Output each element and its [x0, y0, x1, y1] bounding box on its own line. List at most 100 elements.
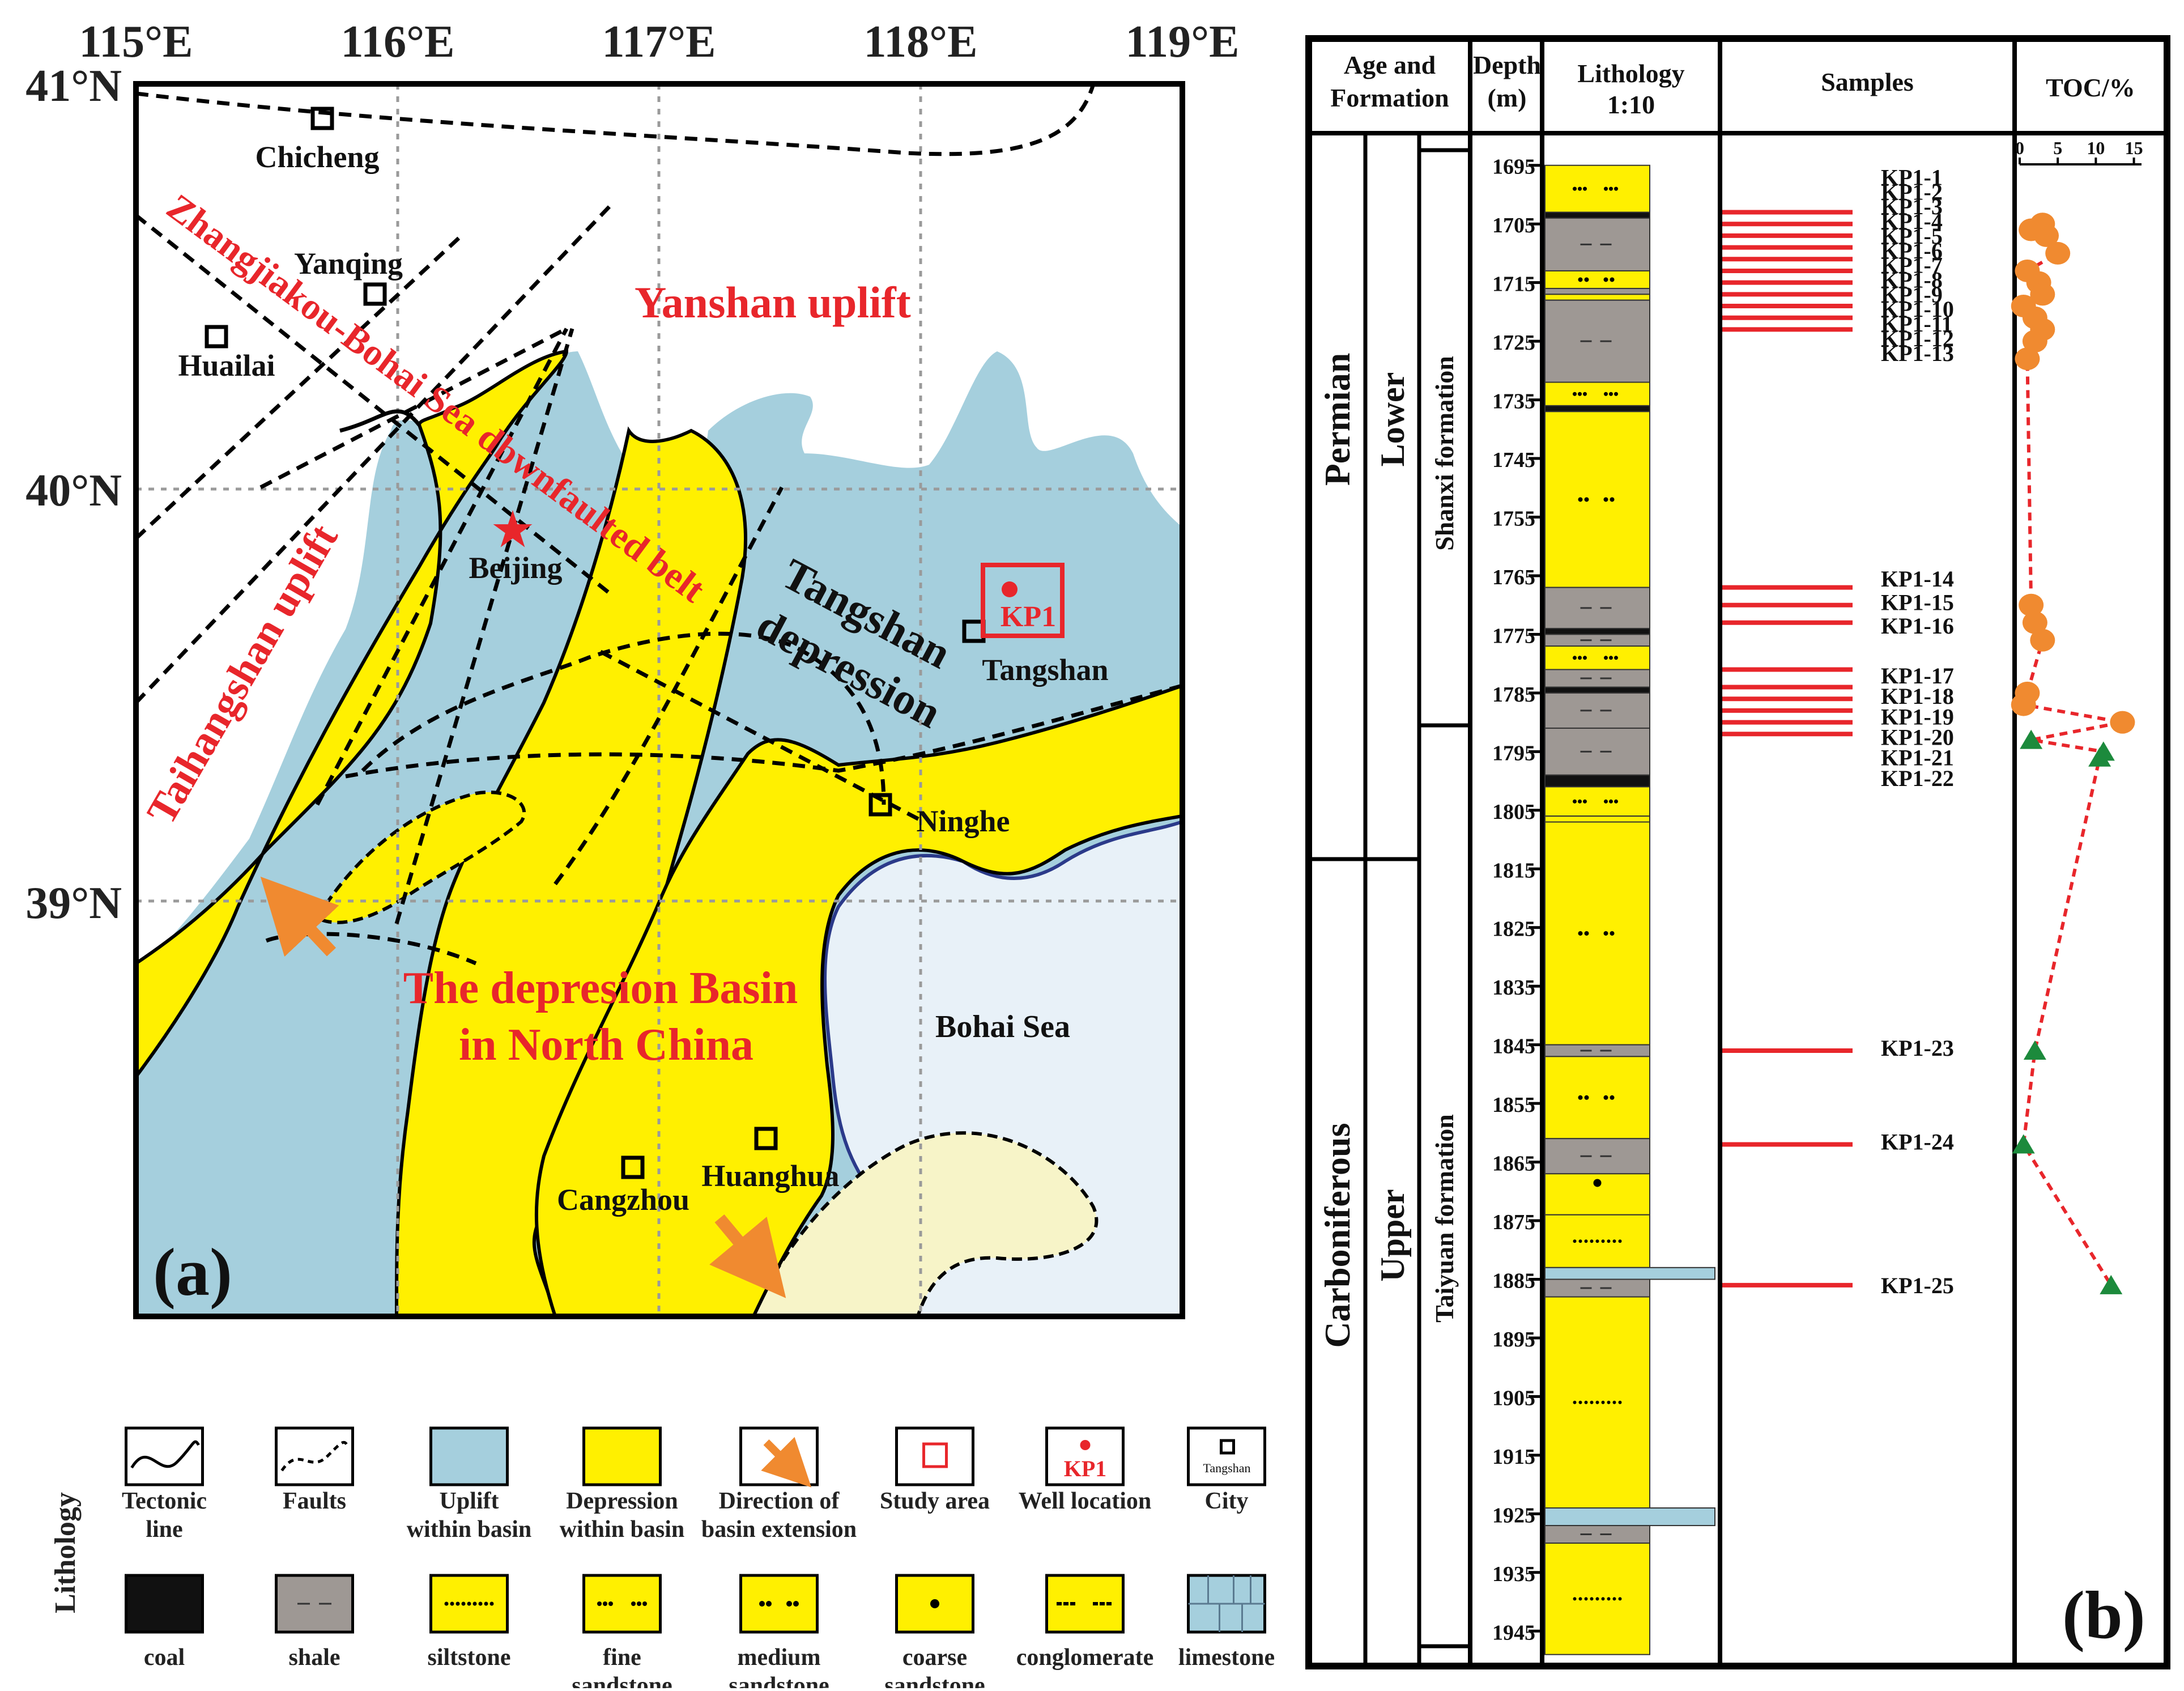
- legend-dash: [1057, 1602, 1062, 1605]
- well-label: KP1: [1001, 601, 1056, 633]
- legend-dot: [930, 1599, 939, 1608]
- litho-layer-siltstone: [1544, 815, 1650, 823]
- city-marker: [310, 107, 334, 130]
- legend-dot: [642, 1601, 647, 1606]
- toc-point-circle: [2022, 611, 2047, 634]
- legend-label: within basin: [407, 1516, 532, 1543]
- sample-lines: KP1-1KP1-2KP1-3KP1-4KP1-5KP1-6KP1-7KP1-8…: [1722, 164, 1954, 1298]
- map-frame: [133, 81, 1185, 1319]
- litho-dot: [1573, 799, 1577, 804]
- extension-arrow-nw: [260, 876, 339, 957]
- litho-dot: [1604, 656, 1608, 660]
- lon-label: 115°E: [79, 17, 193, 67]
- legend-study-box: [922, 1442, 948, 1468]
- toc-point-circle: [2110, 711, 2135, 734]
- legend-label: coarse: [902, 1645, 967, 1671]
- depression-lobe: [314, 791, 526, 924]
- litho-dot: [1593, 1179, 1602, 1187]
- litho-dot: [1578, 277, 1583, 282]
- legend-item-conglomerate: conglomerate: [1016, 1574, 1153, 1671]
- litho-dot: [1578, 656, 1582, 660]
- litho-layer-medium: [1544, 821, 1650, 1046]
- litho-dot: [1607, 1239, 1611, 1243]
- legend-swatch: [582, 1426, 662, 1486]
- toc-point-triangle: [2012, 1134, 2035, 1154]
- legend-item-coal: coal: [125, 1574, 204, 1671]
- litho-dot: [1573, 1239, 1577, 1243]
- depth-tick-label: 1715: [1492, 273, 1535, 296]
- litho-dot: [1584, 1597, 1588, 1601]
- study-area-box: [981, 563, 1065, 638]
- sample-label: KP1-14: [1881, 566, 1954, 592]
- litho-dot: [1610, 1095, 1615, 1100]
- legend-label: Direction of: [719, 1488, 840, 1514]
- litho-layer-fine: [1544, 786, 1650, 817]
- legend-swatch: [125, 1426, 204, 1486]
- sample-label: KP1-11: [1881, 311, 1953, 337]
- litho-dot: [1584, 497, 1589, 502]
- legend-label: coal: [144, 1645, 185, 1671]
- lat-label: 39°N: [25, 878, 122, 928]
- litho-dot: [1584, 931, 1589, 936]
- legend-swatch: [582, 1574, 662, 1634]
- legend-well-dot: [1080, 1440, 1091, 1450]
- sample-label: KP1-4: [1881, 209, 1943, 234]
- litho-dot: [1610, 931, 1615, 936]
- sample-label: KP1-17: [1881, 663, 1954, 689]
- litho-layer-shale: [1544, 1044, 1650, 1057]
- legend-label: Faults: [283, 1488, 346, 1514]
- legend-dash: [1106, 1602, 1112, 1605]
- legend-swatch: [275, 1426, 354, 1486]
- period-carboniferous: Carboniferous: [1317, 1123, 1357, 1348]
- legend-dot: [786, 1601, 792, 1607]
- litho-dot: [1614, 799, 1618, 804]
- litho-dot: [1573, 656, 1577, 660]
- city-label: Yanqing: [294, 247, 403, 281]
- legend-label: siltstone: [428, 1645, 511, 1671]
- faults: [136, 84, 1182, 966]
- toc-point-triangle: [2023, 1040, 2046, 1060]
- header-depth-unit: (m): [1488, 83, 1527, 112]
- latitude-labels: 41°N 40°N 39°N: [25, 61, 122, 928]
- lat-label: 40°N: [25, 466, 122, 516]
- depth-tick-label: 1705: [1492, 214, 1535, 237]
- sample-label: KP1-6: [1881, 238, 1943, 264]
- lon-label: 118°E: [864, 17, 978, 67]
- graticule: [136, 84, 1182, 1316]
- litho-layer-coal: [1544, 405, 1650, 413]
- legend-swatch: [429, 1426, 509, 1486]
- legend-dot: [467, 1601, 471, 1606]
- legend-city-text: Tangshan: [1203, 1461, 1251, 1475]
- litho-layer-conglomerate: [1544, 294, 1650, 301]
- legend-arrow: [761, 1437, 812, 1488]
- litho-dot: [1595, 1239, 1599, 1243]
- litho-dot: [1590, 1597, 1594, 1601]
- litho-layer-shale: [1544, 587, 1650, 630]
- formation-shanxi: Shanxi formation: [1430, 356, 1459, 551]
- toc-point-triangle: [2100, 1274, 2123, 1294]
- sample-label: KP1-5: [1881, 223, 1943, 249]
- city-marker: [205, 325, 228, 349]
- sample-label: KP1-12: [1881, 326, 1954, 351]
- legend-tectonic-line: [130, 1440, 200, 1469]
- legend-dot: [603, 1601, 607, 1606]
- legend-dot: [461, 1601, 466, 1606]
- litho-dot: [1618, 1400, 1622, 1404]
- city-label: Tangshan: [982, 653, 1108, 687]
- sample-label: KP1-7: [1881, 253, 1943, 278]
- legend-label: shale: [288, 1645, 340, 1671]
- header-lithology: Lithology: [1577, 59, 1684, 88]
- litho-dot: [1609, 186, 1613, 191]
- depth-tick-label: 1765: [1492, 566, 1535, 589]
- litho-dot: [1595, 1400, 1599, 1404]
- sample-label: KP1-16: [1881, 613, 1954, 639]
- sample-label: KP1-10: [1881, 296, 1954, 322]
- litho-dot: [1610, 497, 1615, 502]
- legend-dot: [793, 1601, 799, 1607]
- litho-dot: [1578, 1597, 1582, 1601]
- uplift-highland-area: [136, 84, 1182, 975]
- sample-label: KP1-8: [1881, 267, 1943, 292]
- litho-dot: [1595, 1597, 1599, 1601]
